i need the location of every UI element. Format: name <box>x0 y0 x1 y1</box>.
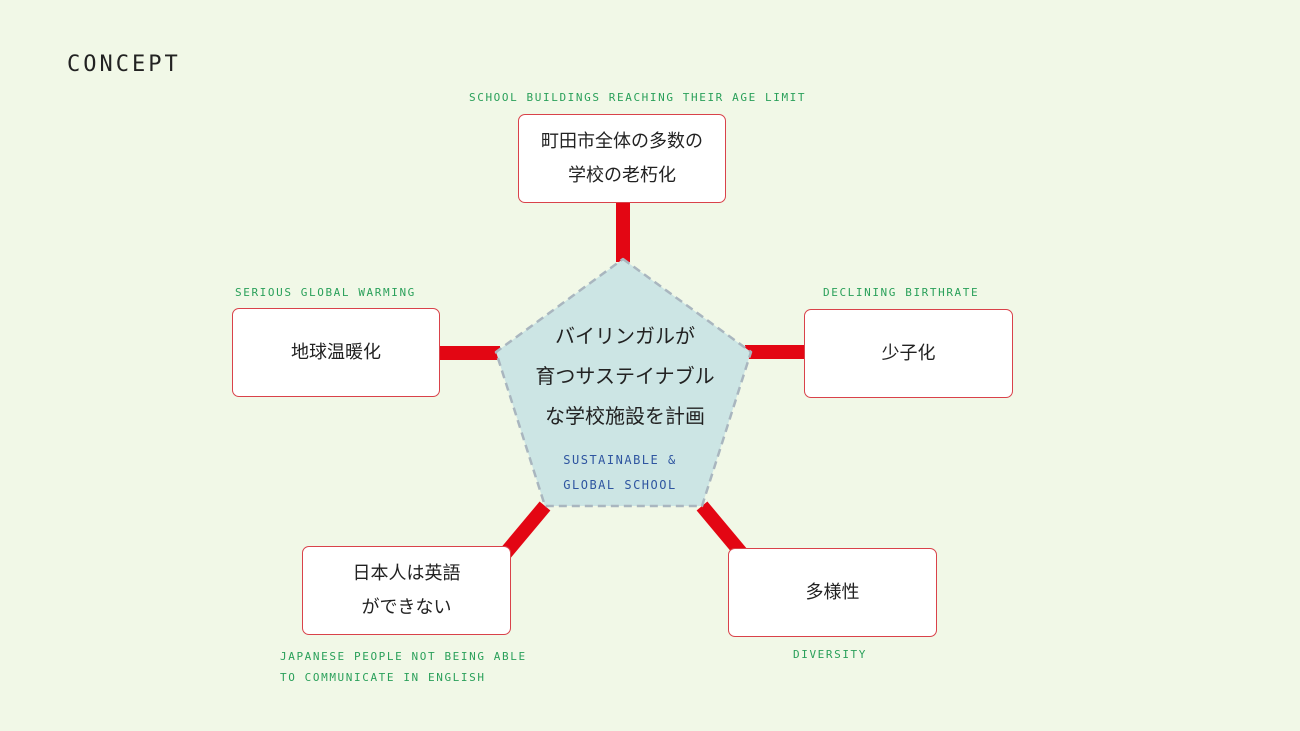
issue-line: 少子化 <box>881 342 936 364</box>
center-subtitle-line: GLOBAL SCHOOL <box>563 478 677 492</box>
issue-line: 学校の老朽化 <box>568 164 676 186</box>
caption-line: TO COMMUNICATE IN ENGLISH <box>280 671 486 684</box>
caption-english-ability: JAPANESE PEOPLE NOT BEING ABLE TO COMMUN… <box>280 646 527 688</box>
connector-bottom-right <box>696 501 749 560</box>
caption-declining-birthrate: DECLINING BIRTHRATE <box>823 282 979 303</box>
page-title: CONCEPT <box>67 52 181 77</box>
issue-line: 多様性 <box>805 581 860 603</box>
center-subtitle: SUSTAINABLE & GLOBAL SCHOOL <box>520 448 720 498</box>
issue-line: ができない <box>361 596 452 618</box>
issue-box-english-ability: 日本人は英語 ができない <box>302 546 511 635</box>
caption-line: SERIOUS GLOBAL WARMING <box>235 286 416 299</box>
caption-line: DECLINING BIRTHRATE <box>823 286 980 299</box>
issue-box-declining-birthrate: 少子化 <box>804 309 1013 398</box>
caption-line: DIVERSITY <box>793 648 868 661</box>
caption-aging-schools: SCHOOL BUILDINGS REACHING THEIR AGE LIMI… <box>469 87 806 108</box>
issue-line: 日本人は英語 <box>352 562 461 584</box>
issue-line: 町田市全体の多数の <box>541 130 703 152</box>
center-subtitle-line: SUSTAINABLE & <box>563 453 677 467</box>
issue-box-global-warming: 地球温暖化 <box>232 308 440 397</box>
center-line: 育つサステイナブル <box>535 364 715 388</box>
issue-box-diversity: 多様性 <box>728 548 937 637</box>
center-line: バイリンガルが <box>555 324 695 348</box>
issue-line: 地球温暖化 <box>291 341 381 363</box>
center-goal: バイリンガルが 育つサステイナブル な学校施設を計画 <box>520 316 730 436</box>
caption-global-warming: SERIOUS GLOBAL WARMING <box>235 282 416 303</box>
caption-line: SCHOOL BUILDINGS REACHING THEIR AGE LIMI… <box>469 91 807 104</box>
issue-box-aging-schools: 町田市全体の多数の 学校の老朽化 <box>518 114 726 203</box>
caption-line: JAPANESE PEOPLE NOT BEING ABLE <box>280 650 527 663</box>
caption-diversity: DIVERSITY <box>793 644 867 665</box>
center-pentagon <box>494 257 753 508</box>
center-line: な学校施設を計画 <box>545 404 705 428</box>
connector-bottom-left <box>498 501 551 560</box>
